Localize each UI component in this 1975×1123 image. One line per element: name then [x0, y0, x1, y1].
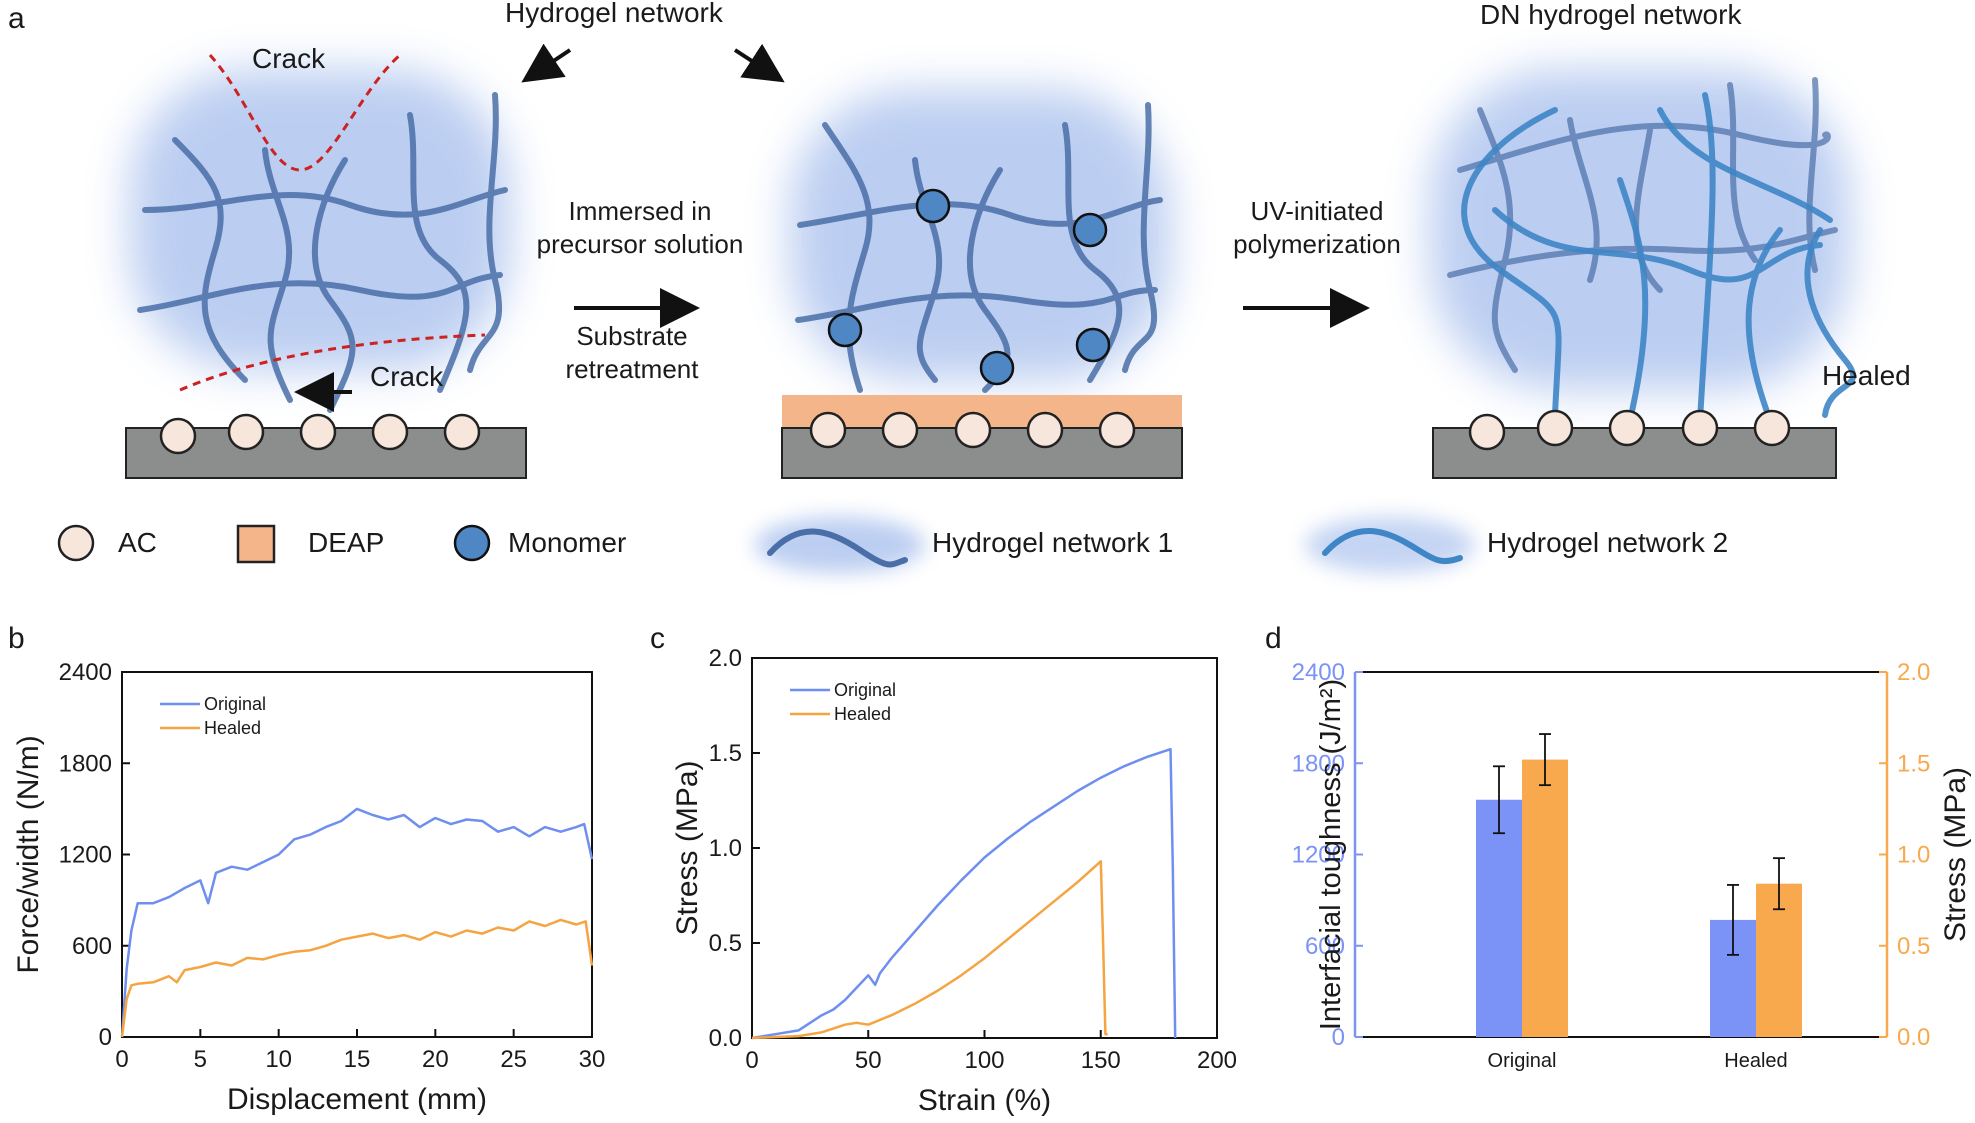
ac-particles-3	[1468, 409, 1791, 451]
chart-b: 0 5 10 15 20 25 30 0 600 1200 1800 2400Displacement…	[12, 659, 605, 1116]
right-tick-label: 2.0	[1897, 659, 1930, 686]
legend-label-original: Original	[204, 694, 266, 714]
y-tick-label: 0	[99, 1024, 112, 1051]
x-tick-label: 5	[194, 1046, 207, 1073]
panel-label-c: c	[650, 622, 665, 655]
right-tick-label: 0.0	[1897, 1024, 1930, 1051]
left-tick-label: 2400	[1292, 659, 1345, 686]
legend-net1-swatch	[767, 528, 908, 568]
x-tick-label: 15	[344, 1046, 371, 1073]
panel-a: a Hydrogel network DN hydrogel network C…	[8, 0, 1911, 573]
left-tick-label: 1800	[1292, 750, 1345, 777]
panel-label-b: b	[8, 622, 25, 655]
legend-deap-swatch	[236, 524, 276, 564]
x-tick-label: 0	[745, 1047, 758, 1074]
y-tick-label: 1.0	[709, 835, 742, 862]
left-tick-label: 600	[1305, 933, 1345, 960]
legend-net2-swatch	[1322, 528, 1463, 565]
network2-strands-3	[1461, 92, 1856, 423]
x-axis-title: Displacement (mm)	[227, 1083, 487, 1116]
y-tick-label: 0.0	[709, 1025, 742, 1052]
y-tick-label: 0.5	[709, 930, 742, 957]
legend-net2-label: Hydrogel network 2	[1487, 527, 1728, 558]
series-line-healed	[120, 918, 594, 1038]
right-tick-label: 1.5	[1897, 750, 1930, 777]
x-axis-title: Strain (%)	[918, 1084, 1051, 1117]
y-tick-label: 600	[72, 933, 112, 960]
x-tick-label: 100	[964, 1047, 1004, 1074]
category-label-original: Original	[1488, 1050, 1557, 1072]
arrow-right-pointer	[733, 43, 785, 83]
category-label-healed: Healed	[1724, 1050, 1787, 1072]
x-tick-label: 150	[1081, 1047, 1121, 1074]
immersed-hydrogel	[781, 90, 1183, 479]
x-tick-label: 200	[1197, 1047, 1237, 1074]
step2-line2: polymerization	[1233, 229, 1401, 259]
legend-ac-swatch	[57, 524, 95, 562]
bar-stress-original	[1522, 759, 1568, 1037]
ac-particles-2	[809, 411, 1136, 449]
y-tick-label: 1800	[59, 750, 112, 777]
network-strands	[137, 92, 508, 413]
right-tick-label: 1.0	[1897, 842, 1930, 869]
label-crack-bottom: Crack	[370, 361, 444, 392]
dn-hydrogel: Healed	[1430, 70, 1911, 479]
bar-toughness-original	[1476, 799, 1522, 1037]
legend-net1-label: Hydrogel network 1	[932, 527, 1173, 558]
arrow-left-pointer	[521, 43, 572, 83]
label-healed: Healed	[1822, 360, 1911, 391]
label-dn-hydrogel-network: DN hydrogel network	[1480, 0, 1742, 30]
step1-below-line1: Substrate	[576, 321, 687, 351]
x-tick-label: 30	[579, 1046, 606, 1073]
series-line-healed	[751, 860, 1108, 1040]
legend-label-original: Original	[834, 680, 896, 700]
panel-a-legend: AC DEAP Monomer Hydrogel network 1 Hydro…	[57, 517, 1728, 573]
x-tick-label: 25	[500, 1046, 527, 1073]
left-axis-title: Interfacial toughness (J/m²)	[1315, 679, 1347, 1030]
x-tick-label: 20	[422, 1046, 449, 1073]
label-crack-top: Crack	[252, 43, 326, 74]
x-tick-label: 50	[855, 1047, 882, 1074]
legend-monomer-swatch	[453, 524, 491, 562]
series-line-original	[751, 747, 1177, 1040]
y-tick-label: 2.0	[709, 645, 742, 672]
series-line-original	[120, 807, 594, 1038]
left-tick-label: 0	[1332, 1024, 1345, 1051]
x-tick-label: 10	[265, 1046, 292, 1073]
y-tick-label: 1200	[59, 842, 112, 869]
y-axis-title: Stress (MPa)	[671, 760, 704, 935]
legend-label-healed: Healed	[204, 718, 261, 738]
crack-bottom-line	[179, 333, 486, 392]
y-axis-title: Force/width (N/m)	[12, 735, 45, 973]
ac-particles-1	[159, 413, 481, 455]
panel-label-a: a	[8, 2, 25, 35]
y-tick-label: 1.5	[709, 740, 742, 767]
legend-monomer-label: Monomer	[508, 527, 626, 558]
legend-ac-label: AC	[118, 527, 157, 558]
y-tick-label: 2400	[59, 659, 112, 686]
x-tick-label: 0	[115, 1046, 128, 1073]
right-tick-label: 0.5	[1897, 933, 1930, 960]
step1-line1: Immersed in	[568, 196, 711, 226]
step1-line2: precursor solution	[537, 229, 744, 259]
step2-line1: UV-initiated	[1251, 196, 1384, 226]
label-hydrogel-network: Hydrogel network	[505, 0, 724, 28]
damaged-hydrogel: Crack Crack	[125, 43, 527, 479]
legend-label-healed: Healed	[834, 704, 891, 724]
legend-deap-label: DEAP	[308, 527, 384, 558]
panel-label-d: d	[1265, 622, 1282, 655]
chart-d: 0 600 1200 1800 2400 0.0 0.5 1.0 1.5 2.0Interfaci…	[1292, 659, 1972, 1072]
monomer-particles	[827, 188, 1111, 386]
glow-cloud-3	[1430, 70, 1850, 390]
right-axis-title: Stress (MPa)	[1939, 767, 1972, 942]
left-tick-label: 1200	[1292, 842, 1345, 869]
step1-below-line2: retreatment	[566, 354, 700, 384]
